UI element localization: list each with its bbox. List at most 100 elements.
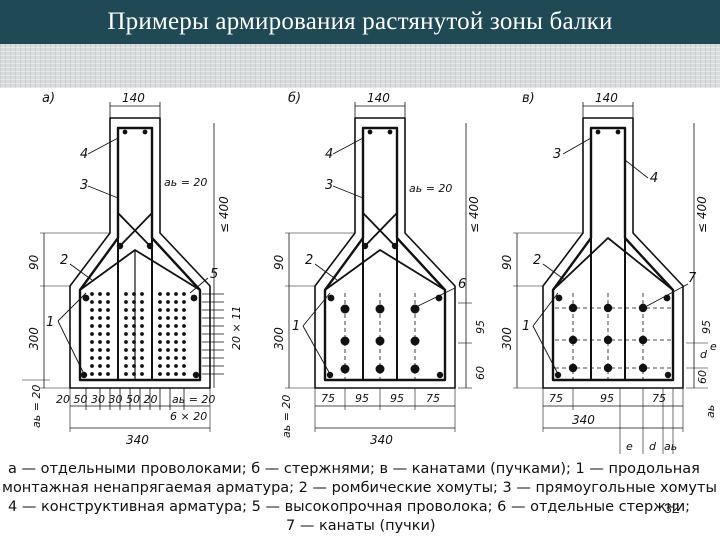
panel-b-seq-2: 95 bbox=[355, 392, 369, 405]
wire-dot bbox=[106, 364, 110, 368]
wire-dot bbox=[124, 364, 128, 368]
wire-dot bbox=[90, 324, 94, 328]
wire-dot bbox=[158, 332, 162, 336]
wire-dot bbox=[174, 340, 178, 344]
panel-b-section bbox=[285, 102, 472, 432]
reinforcement-drawing: а) 140 aь = 20 ≤ 400 90 300 20 × 11 aь =… bbox=[22, 91, 717, 454]
wire-dot bbox=[106, 348, 110, 352]
panel-v-callout-2: 2 bbox=[533, 253, 541, 268]
panel-a-left-300: 300 bbox=[27, 327, 41, 350]
wire-dot bbox=[182, 300, 186, 304]
wire-dot bbox=[90, 348, 94, 352]
wire-dot bbox=[158, 308, 162, 312]
wire-dot bbox=[174, 316, 178, 320]
wire-dot bbox=[182, 308, 186, 312]
wire-dot bbox=[124, 356, 128, 360]
panel-a-bottom-ab: aь = 20 bbox=[172, 393, 215, 406]
panel-v-callout-1: 1 bbox=[522, 319, 530, 334]
wire-dot bbox=[158, 292, 162, 296]
panel-a-bottom-step: 6 × 20 bbox=[170, 410, 207, 423]
panel-a-wires bbox=[90, 292, 186, 376]
wire-dot bbox=[98, 332, 102, 336]
panel-a-bottom-total: 340 bbox=[126, 433, 149, 447]
panel-b-left-300: 300 bbox=[272, 327, 286, 350]
panel-b-left-90: 90 bbox=[272, 254, 286, 270]
wire-dot bbox=[174, 372, 178, 376]
panel-b-right-95: 95 bbox=[474, 320, 487, 334]
wire-dot bbox=[174, 308, 178, 312]
panel-a-callout-3: 3 bbox=[80, 178, 88, 193]
panel-b-callout-3: 3 bbox=[325, 178, 333, 193]
panel-v-seq-1: 75 bbox=[549, 392, 563, 405]
panel-b-seq-4: 75 bbox=[426, 392, 440, 405]
wire-dot bbox=[124, 332, 128, 336]
wire-dot bbox=[106, 332, 110, 336]
wire-dot bbox=[140, 292, 144, 296]
wire-dot bbox=[140, 348, 144, 352]
wire-dot bbox=[174, 300, 178, 304]
panel-b-callout-6: 6 bbox=[458, 277, 466, 292]
wire-dot bbox=[124, 316, 128, 320]
wire-dot bbox=[174, 332, 178, 336]
panel-v-right-60: 60 bbox=[696, 370, 709, 384]
panel-v-right-95: 95 bbox=[700, 320, 713, 334]
panel-v-left-300: 300 bbox=[500, 327, 514, 350]
panel-a-section bbox=[22, 102, 224, 432]
panel-b-top-width: 140 bbox=[367, 91, 390, 105]
wire-dot bbox=[166, 364, 170, 368]
wire-dot bbox=[124, 340, 128, 344]
wire-dot bbox=[166, 292, 170, 296]
wire-dot bbox=[158, 372, 162, 376]
wire-dot bbox=[124, 372, 128, 376]
panel-v-callout-7: 7 bbox=[688, 271, 697, 286]
panel-v-height-upper: ≤ 400 bbox=[695, 196, 709, 233]
wire-dot bbox=[174, 348, 178, 352]
wire-dot bbox=[182, 364, 186, 368]
panel-b-ab-label: aь = 20 bbox=[409, 182, 452, 195]
wire-dot bbox=[132, 372, 136, 376]
caption-line-1: а — отдельными проволоками; б — стержням… bbox=[8, 461, 700, 477]
panel-a-top-width: 140 bbox=[122, 91, 145, 105]
wire-dot bbox=[166, 340, 170, 344]
wire-dot bbox=[98, 364, 102, 368]
panel-b-bottom-ab-left: aь = 20 bbox=[280, 395, 293, 438]
panel-b-seq-1: 75 bbox=[321, 392, 335, 405]
wire-dot bbox=[174, 292, 178, 296]
panel-v-seq-2: 95 bbox=[600, 392, 614, 405]
wire-dot bbox=[182, 372, 186, 376]
panel-v-letter: в) bbox=[522, 91, 535, 106]
wire-dot bbox=[182, 348, 186, 352]
panel-v-callout-3: 3 bbox=[553, 147, 561, 162]
wire-dot bbox=[158, 364, 162, 368]
panel-v-outline bbox=[542, 117, 684, 389]
panel-b-seq-3: 95 bbox=[390, 392, 404, 405]
wire-dot bbox=[90, 308, 94, 312]
wire-dot bbox=[166, 300, 170, 304]
wire-dot bbox=[90, 364, 94, 368]
panel-b-callout-2: 2 bbox=[305, 253, 313, 268]
wire-dot bbox=[106, 292, 110, 296]
wire-dot bbox=[132, 308, 136, 312]
panel-b-letter: б) bbox=[288, 91, 301, 106]
wire-dot bbox=[90, 300, 94, 304]
wire-dot bbox=[98, 340, 102, 344]
panel-b-callout-1: 1 bbox=[292, 319, 300, 334]
wire-dot bbox=[124, 292, 128, 296]
wire-dot bbox=[182, 340, 186, 344]
panel-v-small-d: d bbox=[649, 440, 657, 453]
wire-dot bbox=[124, 308, 128, 312]
wire-dot bbox=[124, 348, 128, 352]
wire-dot bbox=[132, 292, 136, 296]
panel-v-section bbox=[513, 102, 708, 454]
wire-dot bbox=[124, 300, 128, 304]
wire-dot bbox=[182, 332, 186, 336]
panel-v-right-ab: aь bbox=[704, 405, 717, 418]
wire-dot bbox=[140, 300, 144, 304]
wire-dot bbox=[132, 332, 136, 336]
caption-line-3: 4 — конструктивная арматура; 5 — высокоп… bbox=[8, 499, 691, 515]
panel-a-height-upper: ≤ 400 bbox=[217, 196, 231, 233]
wire-dot bbox=[90, 372, 94, 376]
wire-dot bbox=[98, 316, 102, 320]
wire-dot bbox=[166, 316, 170, 320]
